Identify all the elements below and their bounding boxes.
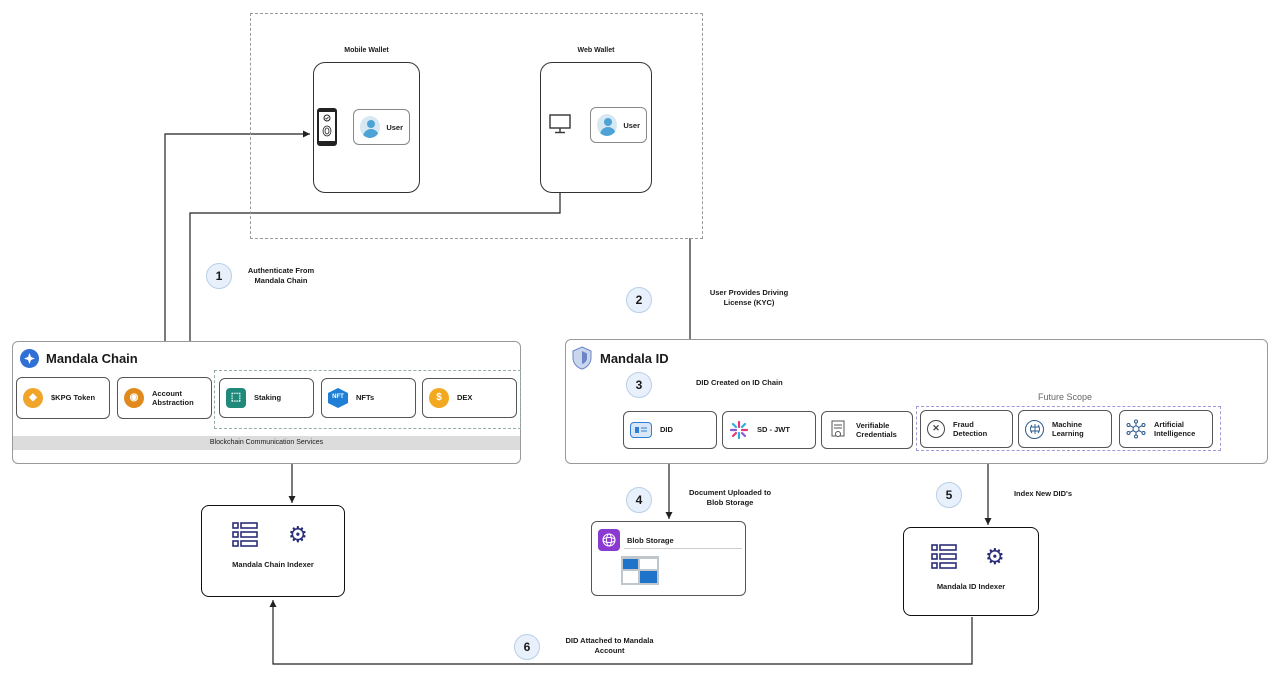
- chain-features-dashed: [214, 370, 521, 429]
- nfts-card[interactable]: NFT NFTs: [321, 378, 416, 418]
- step-2-line2: License (KYC): [723, 297, 775, 307]
- account-abstraction-line2: Abstraction: [152, 398, 194, 407]
- fraud-line2: Detection: [953, 429, 988, 438]
- fraud-detection-card[interactable]: ✕ Fraud Detection: [920, 410, 1013, 448]
- step-2-line1: User Provides Driving: [709, 288, 789, 297]
- staking-icon: ⬚: [226, 388, 246, 408]
- list-grid-icon: [931, 544, 957, 570]
- did-card[interactable]: DID: [623, 411, 717, 449]
- dex-card[interactable]: $ DEX: [422, 378, 517, 418]
- ai-line2: Intelligence: [1154, 429, 1196, 438]
- mobile-user-chip[interactable]: User: [353, 109, 410, 145]
- future-scope-label: Future Scope: [1037, 392, 1093, 402]
- token-icon: ◆: [23, 388, 43, 408]
- step-2-text: User Provides Driving License (KYC): [699, 288, 799, 308]
- fraud-detection-label: Fraud Detection: [953, 420, 987, 439]
- list-grid-icon: [232, 522, 258, 548]
- machine-learning-label: Machine Learning: [1052, 420, 1084, 439]
- step-1-text: Authenticate From Mandala Chain: [236, 266, 326, 286]
- step-4-line2: Blob Storage: [706, 497, 754, 507]
- wallets-region: [250, 13, 703, 239]
- staking-label: Staking: [254, 393, 282, 403]
- ml-line1: Machine: [1052, 419, 1083, 429]
- dex-label: DEX: [457, 393, 473, 403]
- blockchain-services-bar: Blockchain Communication Services: [13, 436, 520, 450]
- fraud-line1: Fraud: [953, 419, 974, 429]
- nfts-label: NFTs: [356, 393, 375, 403]
- blob-grid-icon: [621, 556, 659, 585]
- blob-storage-logo-icon: [598, 529, 620, 551]
- user-icon: [597, 114, 618, 136]
- step-1-badge: 1: [206, 263, 232, 289]
- step-5-text: Index New DID's: [1013, 489, 1073, 498]
- ai-line1: Artificial: [1154, 419, 1185, 429]
- web-wallet-title: Web Wallet: [577, 47, 615, 54]
- mandala-id-header: Mandala ID: [571, 346, 669, 370]
- did-card-icon: [630, 422, 652, 438]
- fraud-detection-icon: ✕: [927, 420, 945, 438]
- step-5-badge: 5: [936, 482, 962, 508]
- monitor-icon: [549, 114, 571, 134]
- shield-icon: [571, 346, 593, 370]
- step-6-badge: 6: [514, 634, 540, 660]
- mandala-id-indexer-box[interactable]: [903, 527, 1039, 616]
- gear-icon: ⚙: [985, 544, 1005, 569]
- artificial-intelligence-label: Artificial Intelligence: [1154, 420, 1195, 439]
- certificate-icon: [828, 420, 848, 440]
- kpg-token-card[interactable]: ◆ $KPG Token: [16, 377, 110, 419]
- mandala-chain-title: Mandala Chain: [46, 351, 138, 366]
- dex-icon: $: [429, 388, 449, 408]
- step-1-line1: Authenticate From: [247, 266, 315, 275]
- artificial-intelligence-card[interactable]: Artificial Intelligence: [1119, 410, 1213, 448]
- ml-line2: Learning: [1052, 429, 1084, 438]
- step-4-text: Document Uploaded to Blob Storage: [677, 488, 783, 508]
- step-6-text: DID Attached to Mandala Account: [552, 636, 667, 656]
- mandala-chain-indexer-box[interactable]: [201, 505, 345, 597]
- account-abstraction-label: Account Abstraction: [152, 389, 194, 408]
- arrow-id-indexer-to-chain-indexer: [269, 600, 973, 665]
- ai-network-icon: [1126, 419, 1146, 439]
- sd-jwt-icon: [729, 420, 749, 440]
- kpg-token-label: $KPG Token: [51, 393, 96, 403]
- sd-jwt-card[interactable]: SD - JWT: [722, 411, 816, 449]
- mobile-phone-icon: [316, 107, 338, 147]
- step-4-line1: Document Uploaded to: [688, 488, 772, 497]
- blob-divider: [624, 548, 742, 549]
- blob-storage-title: Blob Storage: [627, 536, 674, 545]
- account-abstraction-card[interactable]: ◉ Account Abstraction: [117, 377, 212, 419]
- web-user-chip[interactable]: User: [590, 107, 647, 143]
- step-3-text: DID Created on ID Chain: [696, 378, 783, 387]
- mandala-chain-indexer-label: Mandala Chain Indexer: [232, 560, 314, 569]
- verifiable-credentials-label: Verifiable Credentials: [856, 421, 897, 440]
- did-label: DID: [660, 425, 673, 435]
- user-icon: [360, 116, 381, 138]
- vc-line1: Verifiable: [856, 420, 890, 430]
- mandala-id-indexer-label: Mandala ID Indexer: [936, 582, 1006, 591]
- mandala-chain-logo-icon: [20, 349, 39, 368]
- mandala-id-title: Mandala ID: [600, 350, 669, 366]
- gear-icon: ⚙: [288, 522, 308, 547]
- mobile-user-label: User: [386, 122, 403, 132]
- step-1-line2: Mandala Chain: [254, 275, 308, 285]
- machine-learning-card[interactable]: Machine Learning: [1018, 410, 1112, 448]
- step-4-badge: 4: [626, 487, 652, 513]
- nft-icon: NFT: [328, 388, 348, 408]
- mobile-wallet-title: Mobile Wallet: [344, 47, 389, 54]
- step-6-line1: DID Attached to Mandala: [565, 636, 654, 645]
- verifiable-credentials-card[interactable]: Verifiable Credentials: [821, 411, 913, 449]
- step-3-badge: 3: [626, 372, 652, 398]
- future-scope-dashed: [916, 406, 1221, 451]
- staking-card[interactable]: ⬚ Staking: [219, 378, 314, 418]
- web-user-label: User: [623, 120, 640, 130]
- step-6-line2: Account: [594, 645, 625, 655]
- mandala-chain-header: Mandala Chain: [20, 349, 138, 368]
- account-abstraction-line1: Account: [152, 388, 182, 398]
- arrow-chain-to-mobile: [164, 130, 310, 378]
- sd-jwt-label: SD - JWT: [757, 425, 790, 435]
- step-2-badge: 2: [626, 287, 652, 313]
- brain-icon: [1025, 419, 1044, 439]
- vc-line2: Credentials: [856, 430, 897, 439]
- account-abstraction-icon: ◉: [124, 388, 144, 408]
